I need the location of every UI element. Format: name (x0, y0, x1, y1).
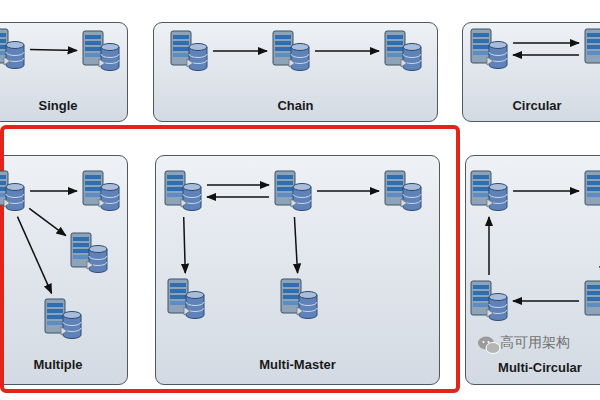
database-server (166, 277, 206, 321)
replication-arrow (17, 217, 51, 294)
panel-title: Circular (508, 98, 565, 113)
database-server (81, 29, 121, 73)
database-server (69, 231, 109, 275)
topology-panel: Multi-Circular (465, 155, 600, 385)
replication-arrow (315, 50, 379, 52)
database-server-icon (279, 277, 319, 321)
replication-arrow (488, 217, 490, 275)
topology-panel: Single (0, 22, 128, 122)
database-server-icon (583, 27, 600, 71)
topology-panel: Multiple (0, 155, 128, 385)
highlight-frame (2, 127, 458, 391)
database-server-icon (81, 29, 121, 73)
database-server-icon (383, 169, 423, 213)
replication-arrow (29, 208, 66, 235)
replication-arrow (30, 190, 77, 192)
database-server-icon (583, 169, 600, 213)
database-server-icon (163, 169, 203, 213)
database-server-icon (69, 231, 109, 275)
database-server-icon (469, 279, 509, 323)
database-server-icon (0, 27, 26, 71)
database-server (583, 279, 600, 323)
replication-arrow (513, 54, 579, 56)
database-server (0, 169, 26, 213)
panel-title: Multiple (29, 357, 86, 372)
database-server-icon (583, 279, 600, 323)
replication-arrow (513, 190, 579, 192)
database-server-icon (383, 29, 423, 73)
database-server-icon (0, 169, 26, 213)
wechat-icon (478, 337, 500, 354)
panel-title: Multi-Master (255, 357, 340, 372)
replication-arrow (213, 50, 267, 52)
topology-panel: Circular (462, 22, 600, 122)
database-server (469, 27, 509, 71)
panel-title: Single (34, 98, 81, 113)
database-server-icon (81, 169, 121, 213)
database-server (383, 169, 423, 213)
database-server (279, 277, 319, 321)
replication-arrow (317, 190, 379, 192)
database-server-icon (273, 169, 313, 213)
replication-arrow (207, 184, 269, 186)
replication-arrow (207, 196, 269, 198)
replication-arrow (294, 217, 297, 273)
database-server (0, 27, 26, 71)
panel-title: Chain (273, 98, 317, 113)
database-server (469, 279, 509, 323)
replication-arrow (513, 42, 579, 44)
panel-title: Multi-Circular (494, 360, 586, 375)
database-server-icon (166, 277, 206, 321)
topology-panel: Multi-Master (155, 155, 440, 385)
replication-arrow (30, 49, 77, 51)
database-server (169, 29, 209, 73)
database-server (383, 29, 423, 73)
database-server (81, 169, 121, 213)
database-server-icon (271, 29, 311, 73)
database-server (271, 29, 311, 73)
topology-panel: Chain (153, 22, 438, 122)
database-server-icon (469, 27, 509, 71)
replication-arrow (184, 217, 186, 273)
database-server (43, 297, 83, 341)
database-server (163, 169, 203, 213)
database-server (583, 169, 600, 213)
database-server-icon (43, 297, 83, 341)
database-server (469, 169, 509, 213)
database-server (273, 169, 313, 213)
database-server-icon (169, 29, 209, 73)
database-server-icon (469, 169, 509, 213)
database-server (583, 27, 600, 71)
watermark: 高可用架构 (500, 334, 570, 352)
replication-arrow (513, 300, 579, 302)
